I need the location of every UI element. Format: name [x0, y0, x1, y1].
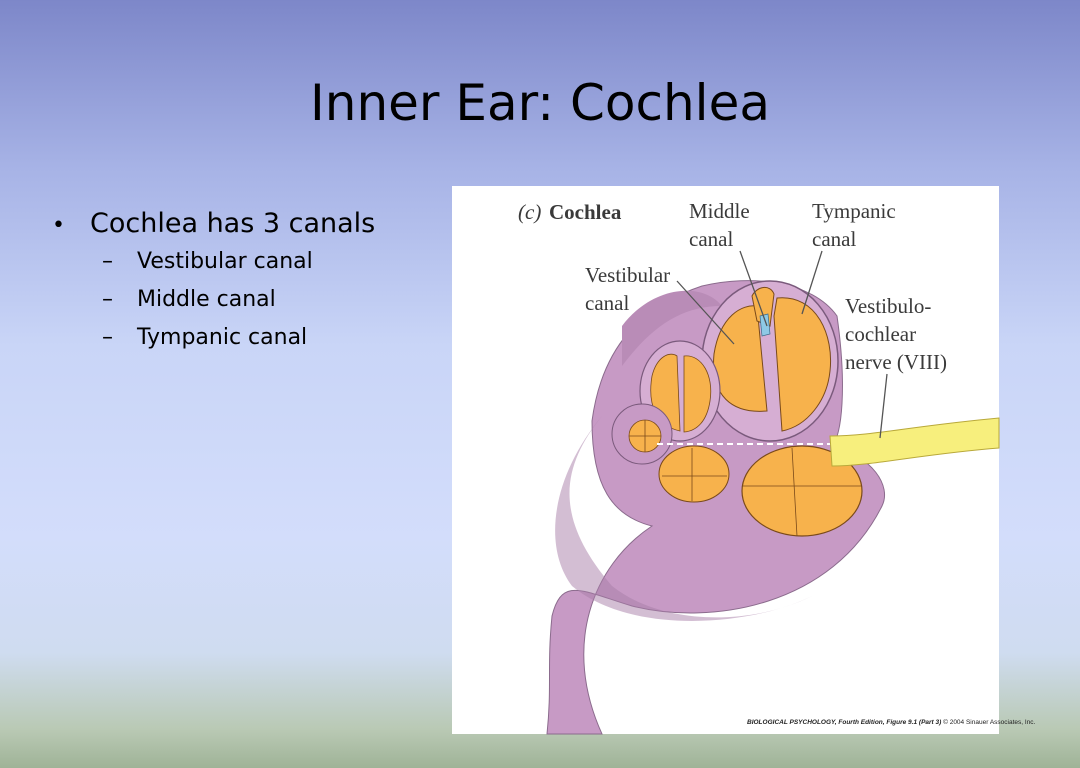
bullet-text: Cochlea has 3 canals: [90, 208, 376, 239]
organ-of-corti: [759, 313, 771, 337]
panel-title: Cochlea: [549, 200, 622, 224]
label-nerve-1: Vestibulo-: [845, 294, 931, 318]
lower-left-divider: [662, 448, 727, 501]
tympanic-canal-shape: [773, 297, 832, 432]
dash-icon: –: [102, 249, 113, 274]
pointer-nerve: [879, 373, 888, 439]
cochlea-back-lobe: [622, 290, 722, 366]
label-middle-1: Middle: [689, 199, 750, 223]
sub-bullet-text: Vestibular canal: [137, 249, 313, 274]
bullet-dot-icon: •: [52, 213, 65, 238]
label-tympanic-2: canal: [812, 227, 856, 251]
bullet-item: • Cochlea has 3 canals: [52, 208, 375, 239]
credit-source: BIOLOGICAL PSYCHOLOGY, Fourth Edition, F…: [747, 719, 941, 726]
label-nerve-2: cochlear: [845, 322, 916, 346]
sub-bullet-item: – Vestibular canal: [102, 249, 375, 274]
bullet-list: • Cochlea has 3 canals – Vestibular cana…: [52, 208, 375, 363]
label-nerve-3: nerve (VIII): [845, 350, 947, 374]
lower-right-turn: [741, 445, 863, 537]
lower-right-divider: [742, 447, 862, 537]
credit-copyright: © 2004 Sinauer Associates, Inc.: [941, 718, 1035, 726]
apex-divider: [629, 420, 661, 452]
label-vestibular-1: Vestibular: [585, 263, 670, 287]
dash-icon: –: [102, 287, 113, 312]
label-middle-2: canal: [689, 227, 733, 251]
sub-bullet-item: – Middle canal: [102, 287, 375, 312]
lower-left-turn: [658, 445, 730, 503]
pointer-middle: [739, 250, 768, 327]
vestibulocochlear-nerve: [829, 417, 1000, 467]
figure-credit: BIOLOGICAL PSYCHOLOGY, Fourth Edition, F…: [747, 718, 1036, 726]
pointer-tympanic: [801, 250, 823, 315]
panel-label: (c): [518, 200, 541, 224]
sub-bullet-item: – Tympanic canal: [102, 325, 375, 350]
label-tympanic-1: Tympanic: [812, 199, 896, 223]
cochlea-illustration: (c) Cochlea Middle canal Tympanic canal …: [518, 199, 1036, 735]
left-turn-canal-b: [683, 355, 712, 433]
label-vestibular-2: canal: [585, 291, 629, 315]
slide-title: Inner Ear: Cochlea: [310, 74, 770, 132]
cochlea-figure: (c) Cochlea Middle canal Tympanic canal …: [452, 186, 1036, 735]
pointer-vestibular: [676, 280, 735, 345]
sub-bullet-text: Middle canal: [137, 287, 276, 312]
dash-icon: –: [102, 325, 113, 350]
sub-bullet-text: Tympanic canal: [137, 325, 308, 350]
